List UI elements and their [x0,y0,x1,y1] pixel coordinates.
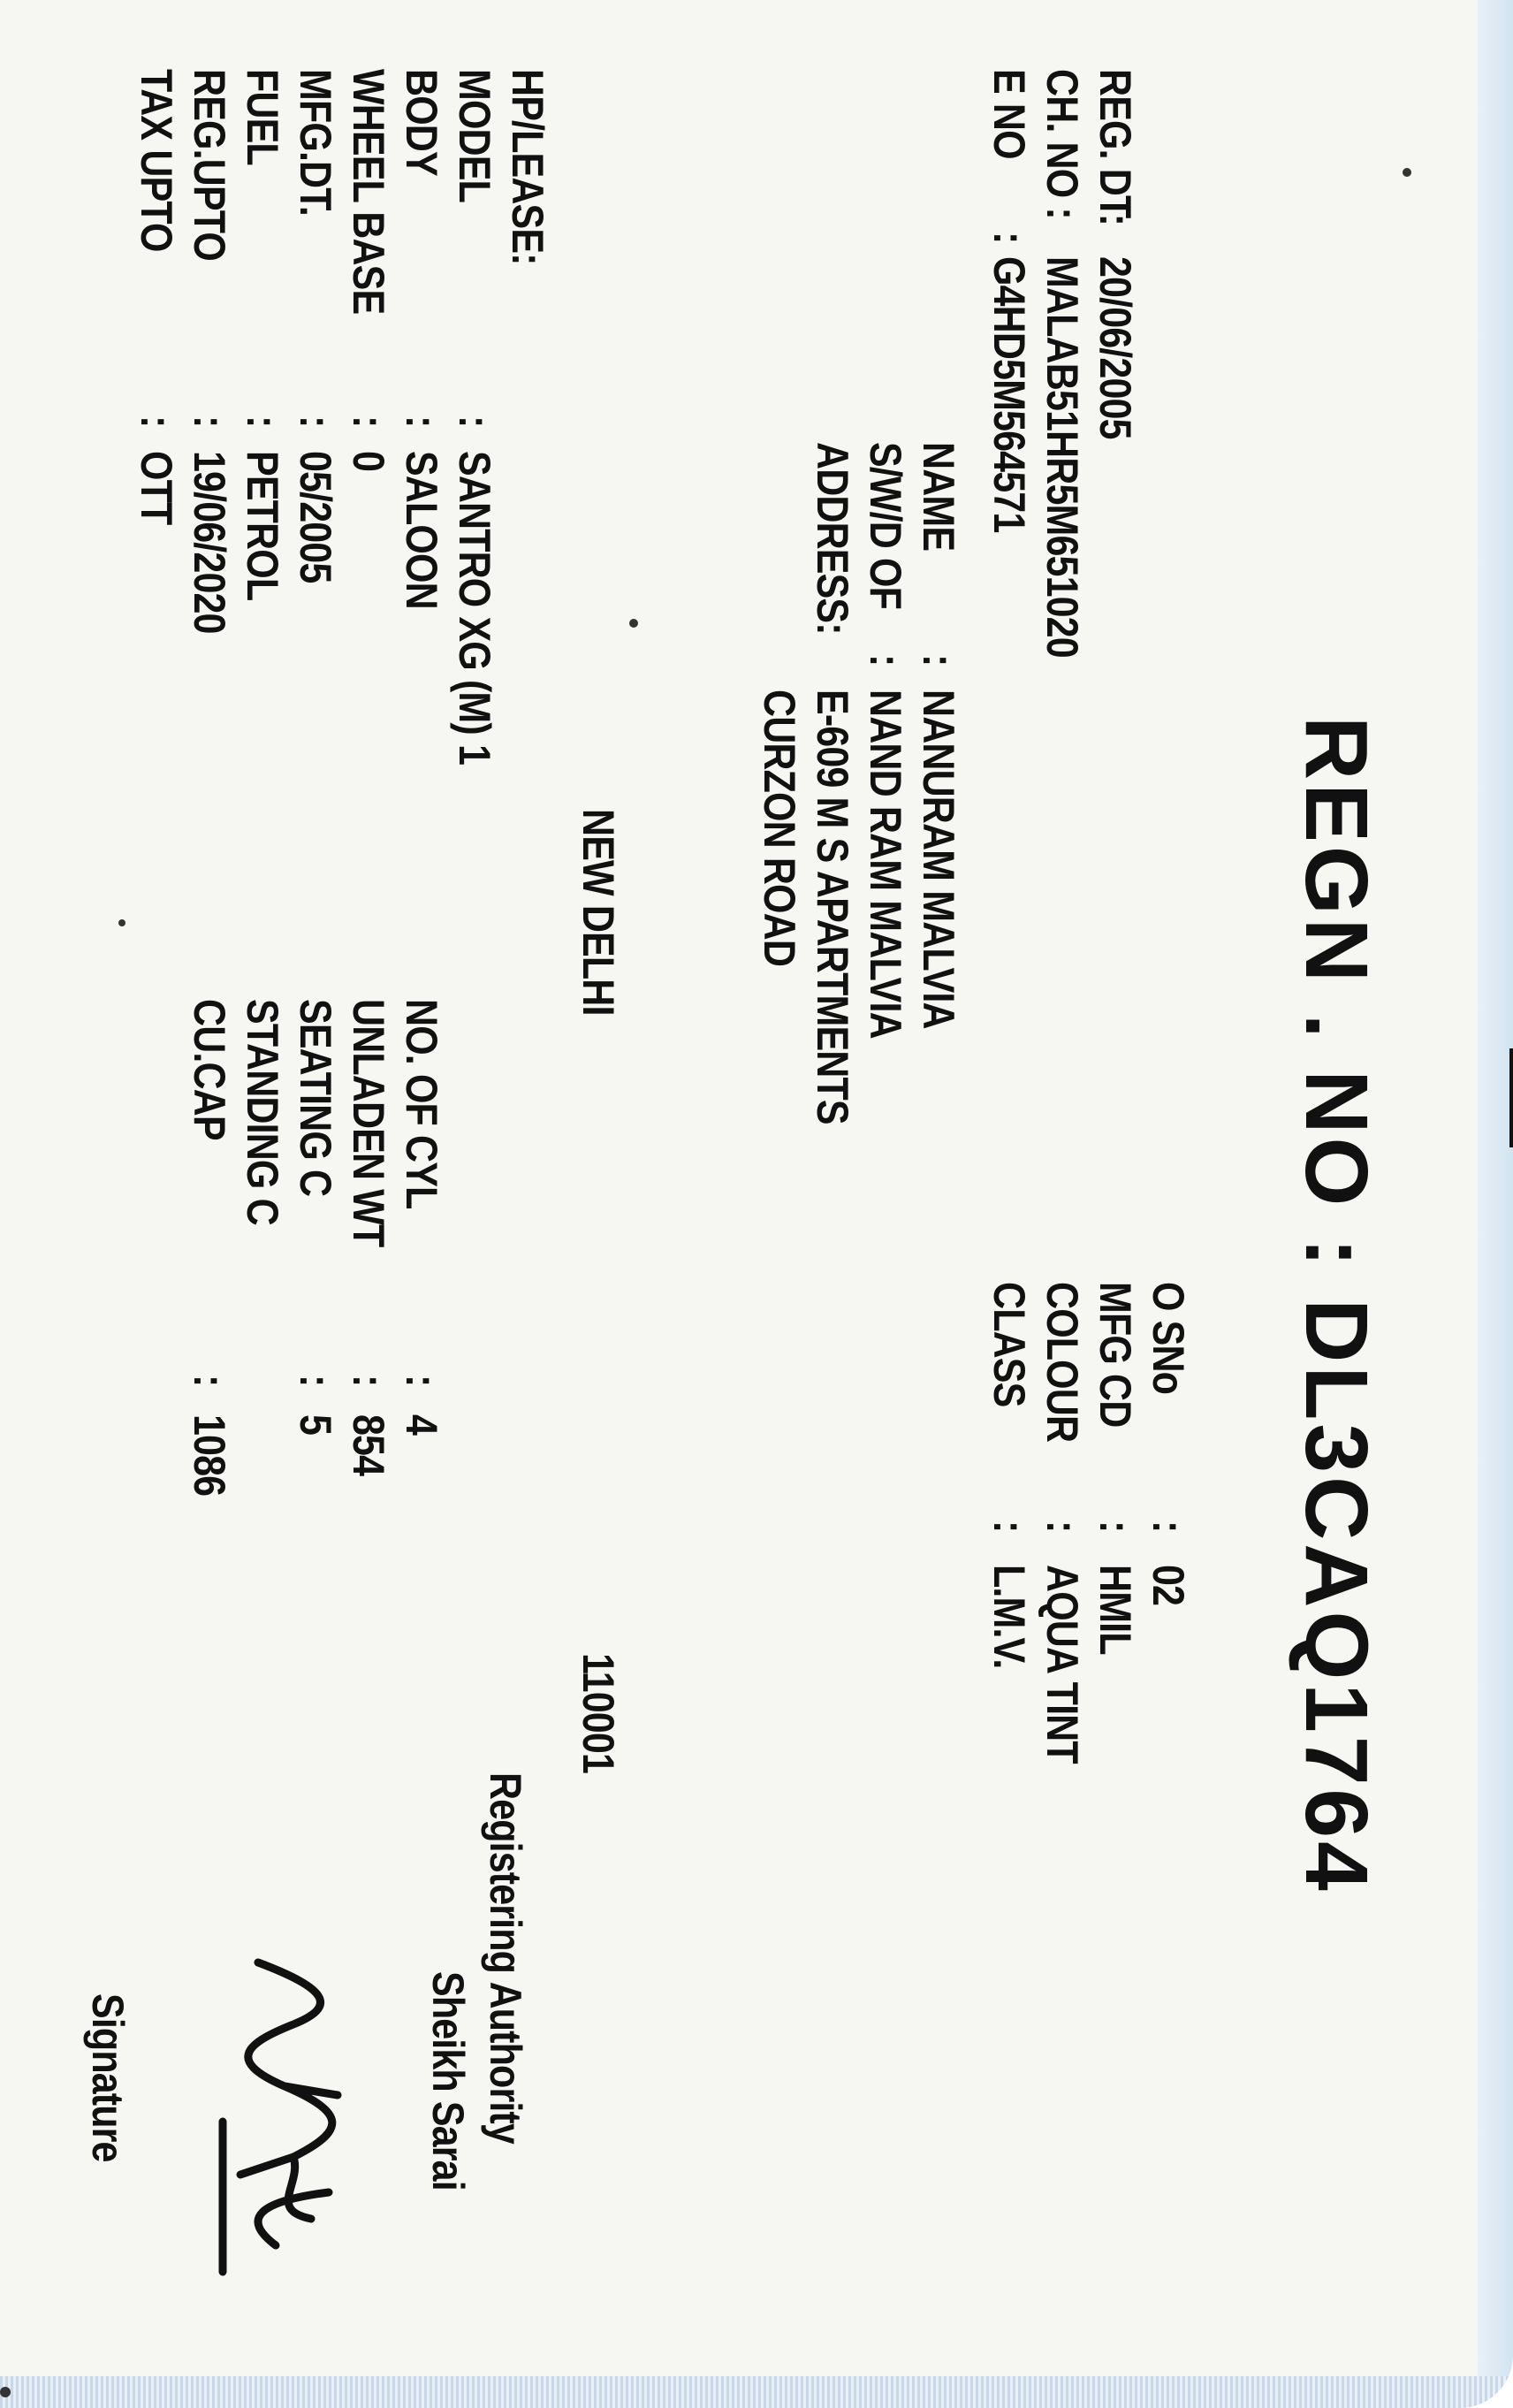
body-label: BODY [397,69,446,176]
hp-lease-label: HP/LEASE: [503,69,552,265]
swd-of-sep: : [861,654,910,667]
fuel-label: FUEL [238,69,287,165]
speck [629,619,638,628]
card-edge [1478,0,1513,2408]
no-of-cyl-label: NO. OF CYL [397,999,446,1209]
swd-of-value: NAND RAM MALVIA [861,690,910,1039]
standing-c-label: STANDING C [238,999,287,1225]
reg-upto-value: 19/06/2020 [185,451,234,634]
colour-label: COLOUR [1038,1282,1087,1443]
card-bottom-edge [0,2376,1513,2408]
o-sno-label: O SNo [1144,1282,1193,1395]
e-no-sep: : [985,232,1034,244]
city: NEW DELHI [574,809,623,1016]
o-sno-sep: : [1144,1520,1193,1533]
name-label: NAME [914,442,963,552]
fuel-sep: : [238,415,287,428]
mfg-dt-label: MFG.DT. [291,69,340,216]
pin-code: 110001 [574,1653,623,1773]
colour-value: AQUA TINT [1038,1565,1087,1764]
class-sep: : [985,1520,1034,1533]
tax-upto-sep: : [132,415,181,428]
mfg-cd-label: MFG CD [1091,1282,1140,1428]
mfg-dt-value: 05/2005 [291,451,340,583]
top-notch-mark [1509,1048,1513,1147]
seating-c-value: 5 [291,1414,340,1436]
tax-upto-value: OTT [132,451,181,525]
o-sno-value: 02 [1144,1565,1193,1606]
tax-upto-label: TAX UPTO [132,69,181,252]
speck [1403,168,1411,177]
fuel-value: PETROL [238,451,287,601]
wheel-base-sep: : [344,415,393,428]
speck [0,2387,11,2397]
mfg-dt-sep: : [291,415,340,428]
reg-upto-sep: : [185,415,234,428]
model-sep: : [450,415,499,428]
regn-label: REGN . NO : [1287,716,1386,1271]
no-of-cyl-value: 4 [397,1414,446,1436]
mfg-cd-value: HMIL [1091,1565,1140,1655]
seating-c-sep: : [291,1375,340,1387]
cu-cap-value: 1086 [185,1414,234,1497]
name-sep: : [914,654,963,667]
class-label: CLASS [985,1282,1034,1407]
registering-authority: Registering Authority [481,1772,530,2144]
signature-mark [218,1958,342,2276]
reg-dt-value: 20/06/2005 [1091,256,1140,439]
signature-label: Signature [83,1993,133,2162]
e-no-label: E NO [985,69,1034,159]
mfg-cd-sep: : [1091,1520,1140,1533]
model-label: MODEL [450,69,499,202]
reg-upto-label: REG.UPTO [185,69,234,261]
unladen-wt-label: UNLADEN WT [344,999,393,1247]
cu-cap-label: CU.CAP [185,999,234,1140]
swd-of-label: S/W/D OF [861,442,910,609]
cu-cap-sep: : [185,1375,234,1387]
name-value: NANURAM MALVIA [914,690,963,1029]
unladen-wt-value: 854 [344,1414,393,1476]
e-no-value: G4HD5M564571 [985,256,1034,533]
colour-sep: : [1038,1520,1087,1533]
body-value: SALOON [397,451,446,609]
wheel-base-label: WHEEL BASE [344,69,393,315]
address-line2: CURZON ROAD [755,690,804,967]
class-value: L.M.V. [985,1565,1034,1669]
body-sep: : [397,415,446,428]
authority-location: Sheikh Sarai [423,1971,473,2191]
wheel-base-value: 0 [344,451,393,472]
model-value: SANTRO XG (M) 1 [450,451,499,766]
seating-c-label: SEATING C [291,999,340,1197]
address-line1: E-609 M S APARTMENTS [808,690,857,1124]
no-of-cyl-sep: : [397,1375,446,1387]
regn-value: DL3CAQ1764 [1287,1299,1386,1894]
unladen-wt-sep: : [344,1375,393,1387]
speck [118,919,125,926]
ch-no-value: MALAB51HR5M651020 [1038,256,1087,658]
address-label: ADDRESS: [808,442,857,635]
ch-no-label: CH. NO : [1038,69,1087,219]
reg-dt-label: REG. DT: [1091,69,1140,226]
regn-no-title: REGN . NO : DL3CAQ1764 [1287,716,1386,1894]
